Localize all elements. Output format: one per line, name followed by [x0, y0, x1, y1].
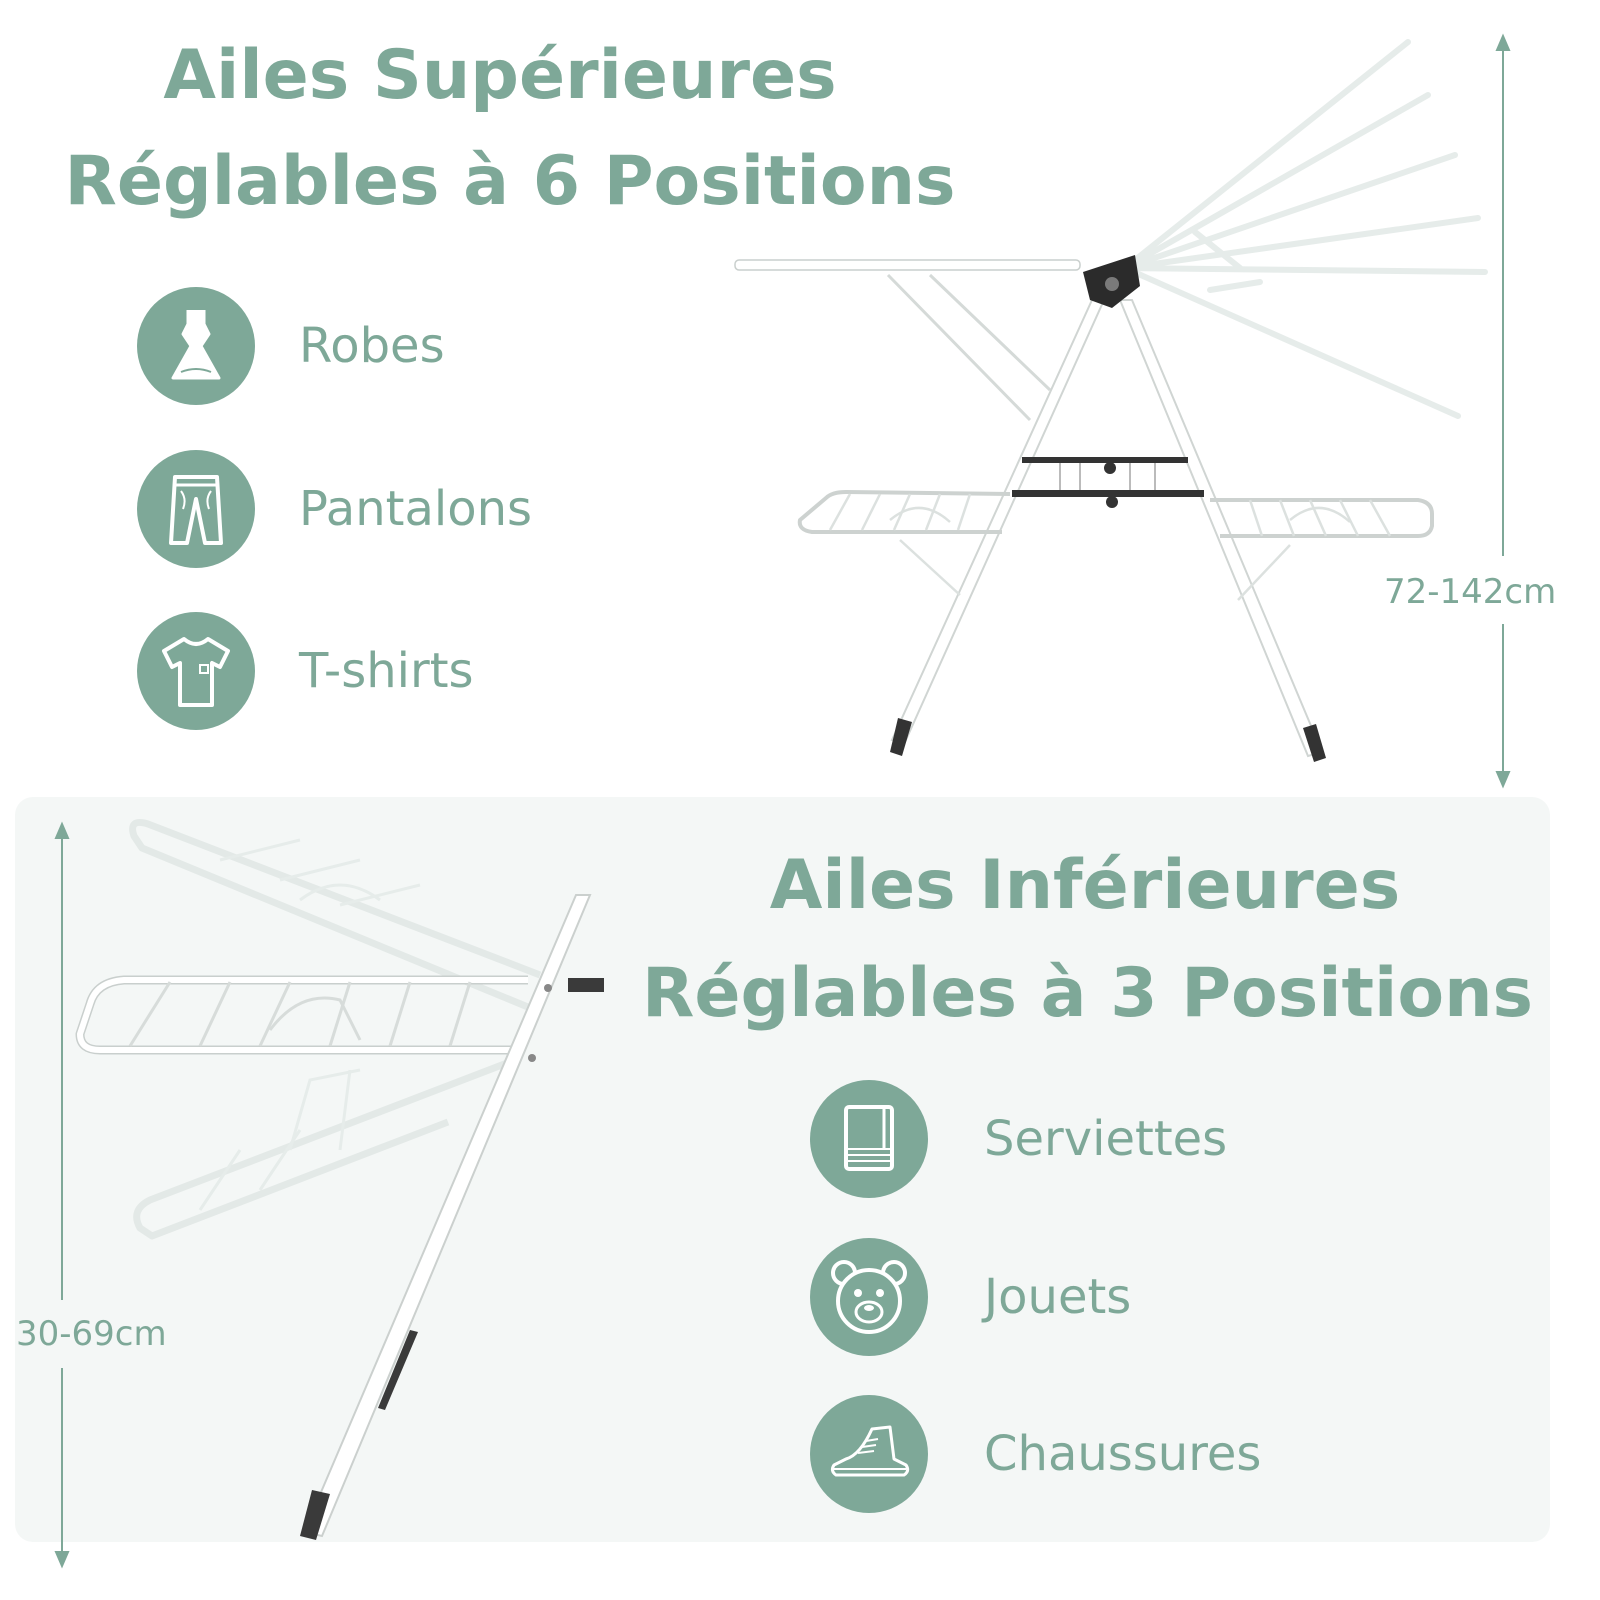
bottom-panel	[15, 797, 1550, 1542]
feature-robes: Robes	[137, 287, 445, 405]
feature-label-pantalons: Pantalons	[299, 481, 532, 537]
top-title-line1: Ailes Supérieures	[163, 36, 837, 115]
lower-wing-closeup	[75, 819, 604, 1540]
feature-label-tshirts: T-shirts	[299, 643, 474, 699]
feature-label-chaussures: Chaussures	[984, 1426, 1262, 1482]
towel-icon	[810, 1080, 928, 1198]
feature-chaussures: Chaussures	[810, 1395, 1261, 1513]
dress-icon	[137, 287, 255, 405]
feature-label-jouets: Jouets	[984, 1269, 1132, 1325]
height-dimension-upper: 72-142cm	[1384, 572, 1557, 612]
bottom-title-line2: Réglables à 3 Positions	[642, 954, 1533, 1033]
sneaker-icon	[810, 1395, 928, 1513]
pants-icon	[137, 450, 255, 568]
bottom-title-line1: Ailes Inférieures	[769, 846, 1401, 925]
dimension-arrow-lower	[54, 821, 70, 1569]
top-title-line2: Réglables à 6 Positions	[64, 142, 956, 221]
teddy-bear-icon	[810, 1238, 928, 1356]
feature-serviettes: Serviettes	[810, 1080, 1227, 1198]
feature-pantalons: Pantalons	[137, 450, 532, 568]
tshirt-icon	[137, 612, 255, 730]
feature-jouets: Jouets	[810, 1238, 1131, 1356]
dimension-arrow-upper	[1495, 33, 1511, 789]
feature-label-serviettes: Serviettes	[984, 1111, 1228, 1167]
feature-label-robes: Robes	[299, 318, 445, 374]
drying-rack-full	[734, 39, 1488, 762]
feature-tshirts: T-shirts	[137, 612, 474, 730]
height-dimension-lower: 30-69cm	[16, 1314, 167, 1354]
